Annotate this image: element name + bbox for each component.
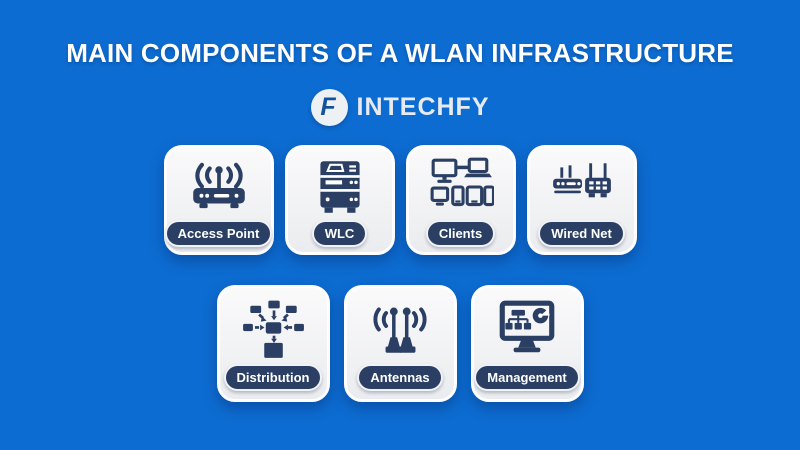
card-distribution: Distribution (216, 285, 330, 402)
wlc-controller-icon (307, 148, 373, 220)
card-access-point: Access Point (163, 145, 274, 255)
label-antennas: Antennas (357, 364, 443, 391)
card-management: Management (470, 285, 584, 402)
card-wired-net: Wired Net (526, 145, 637, 255)
label-wired-net: Wired Net (538, 220, 625, 247)
access-point-icon (186, 148, 252, 220)
card-wlc: WLC (284, 145, 395, 255)
components-row-1: Access Point (163, 145, 637, 255)
page-title: MAIN COMPONENTS OF A WLAN INFRASTRUCTURE (66, 38, 734, 68)
label-wlc: WLC (311, 220, 368, 247)
components-grid: Access Point (163, 145, 637, 402)
antennas-icon (367, 288, 433, 364)
label-clients: Clients (425, 220, 496, 247)
intechfy-logo-icon: F (310, 89, 348, 126)
label-management: Management (474, 364, 580, 391)
logo-letter: F (320, 93, 336, 121)
label-access-point: Access Point (164, 220, 273, 247)
components-row-2: Distribution (216, 285, 584, 402)
distribution-icon (240, 288, 306, 364)
card-clients: Clients (405, 145, 516, 255)
brand-logo: F INTECHFY (310, 89, 490, 126)
management-monitor-icon (494, 288, 560, 364)
card-antennas: Antennas (343, 285, 457, 402)
logo-text: INTECHFY (356, 93, 490, 121)
wired-network-icon (549, 148, 615, 220)
label-distribution: Distribution (223, 364, 323, 391)
client-devices-icon (428, 148, 494, 220)
